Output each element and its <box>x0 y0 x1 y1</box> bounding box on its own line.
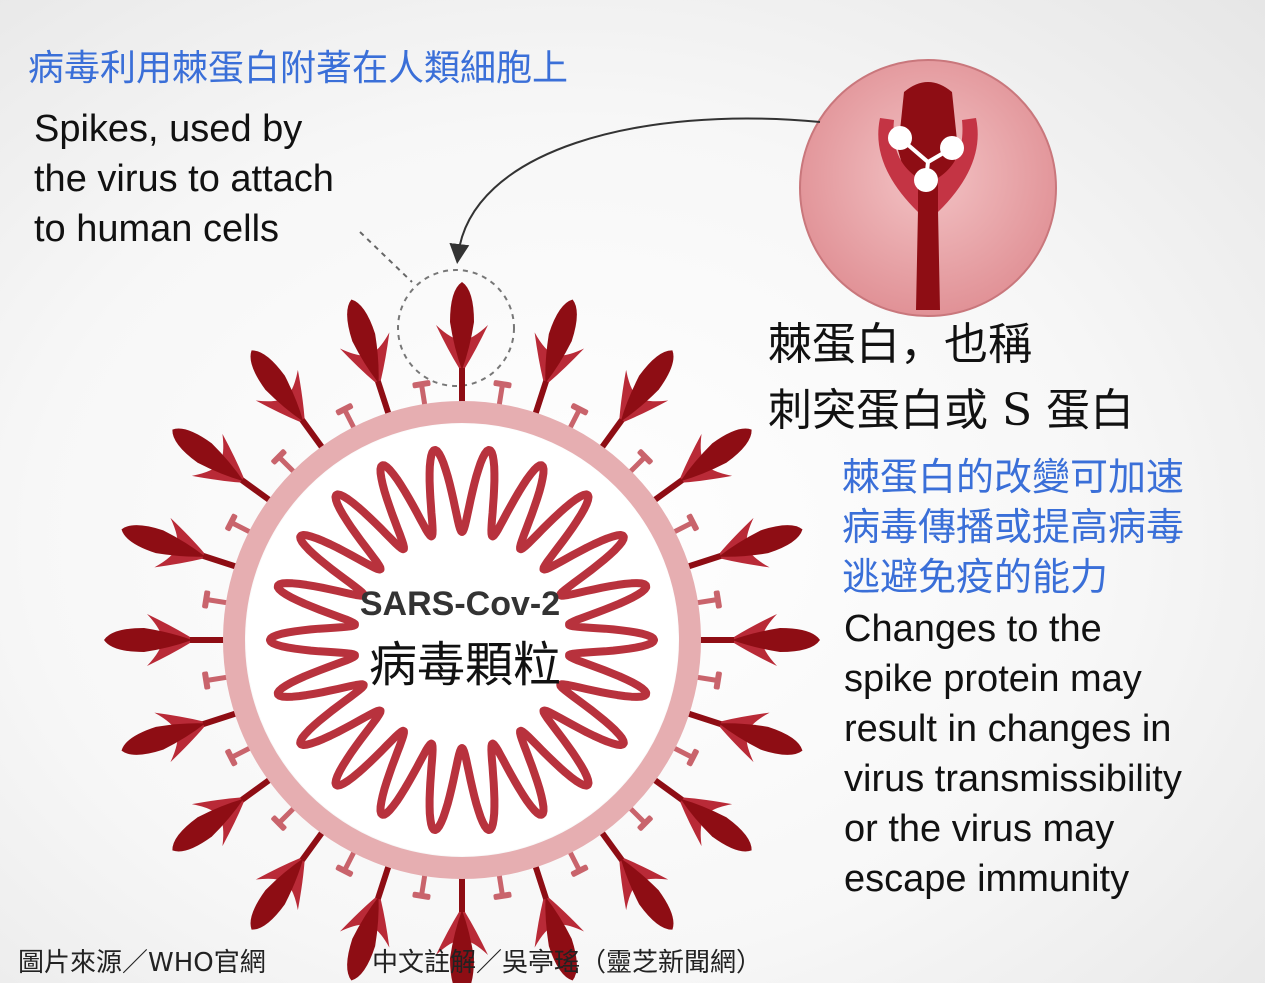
spike-protein <box>638 428 752 514</box>
virus-name-zh: 病毒顆粒 <box>368 637 562 693</box>
spike-protein <box>588 816 674 930</box>
spike-protein <box>670 705 803 763</box>
attach-en-line: the virus to attach <box>34 158 334 200</box>
spike-name-caption: 棘蛋白，也稱 刺突蛋白或 S 蛋白 <box>768 312 1134 444</box>
spike-protein <box>436 860 488 983</box>
spike-protein <box>172 766 286 852</box>
change-en-line: Changes to the <box>844 608 1102 650</box>
rna-strand <box>266 446 658 834</box>
spike-protein <box>436 282 488 420</box>
spike-protein <box>527 299 585 432</box>
spike-protein <box>172 428 286 514</box>
zoom-arrow <box>449 117 821 264</box>
spike-protein <box>250 350 336 464</box>
spike-protein <box>588 350 674 464</box>
spike-protein <box>121 517 254 575</box>
change-caption-zh: 棘蛋白的改變可加速 病毒傳播或提高病毒 逃避免疫的能力 <box>842 452 1184 602</box>
image-source-credit: 圖片來源／WHO官網 <box>18 948 266 978</box>
change-en-line: virus transmissibility <box>844 758 1182 800</box>
change-en-line: escape immunity <box>844 858 1130 900</box>
spike-protein <box>250 816 336 930</box>
viral-membrane <box>223 401 701 879</box>
spike-protein <box>682 614 820 666</box>
spike-protein <box>638 766 752 852</box>
change-en-line: spike protein may <box>844 658 1142 700</box>
attach-caption-en: Spikes, used by the virus to attach to h… <box>34 104 334 254</box>
change-en-line: or the virus may <box>844 808 1115 850</box>
change-zh-line: 病毒傳播或提高病毒 <box>842 505 1185 549</box>
spike-protein <box>339 299 397 432</box>
spike-protein <box>121 705 254 763</box>
spike-protein <box>670 517 803 575</box>
attach-en-line: to human cells <box>34 208 280 250</box>
virus-particle <box>104 282 820 983</box>
spike-name-line: 棘蛋白，也稱 <box>768 319 1032 370</box>
spike-proteins <box>104 282 820 983</box>
spike-zoom-inset <box>799 59 1057 317</box>
spike-protein <box>527 848 585 981</box>
change-zh-line: 逃避免疫的能力 <box>842 555 1109 599</box>
spike-highlight-circle <box>397 269 515 387</box>
change-zh-line: 棘蛋白的改變可加速 <box>842 455 1185 499</box>
change-caption-en: Changes to the spike protein may result … <box>844 604 1182 904</box>
spike-name-line: 刺突蛋白或 S 蛋白 <box>768 385 1135 436</box>
spike-protein <box>104 614 242 666</box>
attach-caption-zh: 病毒利用棘蛋白附著在人類細胞上 <box>28 48 569 89</box>
annotation-credit: 中文註解／吳亭瑤（靈芝新聞網） <box>372 948 763 978</box>
change-en-line: result in changes in <box>844 708 1172 750</box>
spike-protein <box>339 848 397 981</box>
virus-name-en: SARS-Cov-2 <box>359 585 561 623</box>
attach-en-line: Spikes, used by <box>34 108 303 150</box>
label-pointer <box>359 231 413 283</box>
